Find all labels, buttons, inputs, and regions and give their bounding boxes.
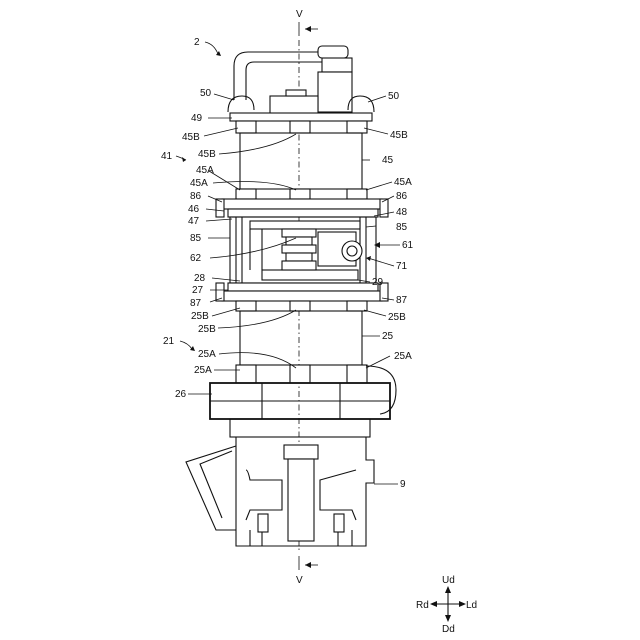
label-87-left: 87 — [190, 298, 202, 309]
lower-bosses-25A — [236, 365, 367, 383]
direction-compass: Ud Dd Rd Ld — [416, 575, 477, 635]
label-41: 41 — [161, 151, 173, 162]
label-45B-right: 45B — [390, 130, 408, 141]
lower-cylinder — [240, 311, 362, 365]
direction-right: Ld — [466, 600, 477, 611]
label-27: 27 — [192, 285, 204, 296]
label-86-left: 86 — [190, 191, 202, 202]
upper-cylinder — [240, 133, 362, 189]
label-2: 2 — [194, 37, 200, 48]
label-45: 45 — [382, 155, 394, 166]
lower-plate — [222, 291, 382, 301]
lower-bosses-25B — [236, 301, 367, 311]
label-28: 28 — [194, 273, 206, 284]
label-25: 25 — [382, 331, 394, 342]
upper-sub-plate — [228, 209, 378, 217]
pump-housing — [186, 419, 374, 546]
label-71: 71 — [396, 261, 408, 272]
label-29: 29 — [372, 277, 384, 288]
label-85-right: 85 — [396, 222, 408, 233]
label-25B-left: 25B — [191, 311, 209, 322]
section-label-bottom: V — [296, 575, 303, 586]
direction-down: Dd — [442, 624, 455, 635]
label-21: 21 — [163, 336, 175, 347]
section-marker-top: V — [296, 9, 318, 36]
section-label-top: V — [296, 9, 303, 20]
label-26: 26 — [175, 389, 187, 400]
label-50-right: 50 — [388, 91, 400, 102]
label-25B-mid: 25B — [198, 324, 216, 335]
label-49: 49 — [191, 113, 203, 124]
label-45B-left: 45B — [182, 132, 200, 143]
label-86-right: 86 — [396, 191, 408, 202]
label-62: 62 — [190, 253, 202, 264]
lower-sub-plate — [228, 283, 378, 291]
top-piping — [228, 46, 374, 114]
upper-bosses-45A — [236, 189, 367, 199]
label-48: 48 — [396, 207, 408, 218]
label-50-left: 50 — [200, 88, 212, 99]
label-9: 9 — [400, 479, 406, 490]
label-87-right: 87 — [396, 295, 408, 306]
label-45A-right: 45A — [394, 177, 412, 188]
label-25A-right: 25A — [394, 351, 412, 362]
label-25A-left: 25A — [194, 365, 212, 376]
upper-bosses-45B — [236, 121, 367, 133]
label-47: 47 — [188, 216, 200, 227]
label-25B-right: 25B — [388, 312, 406, 323]
upper-flange — [230, 113, 372, 121]
middle-mechanism — [230, 217, 376, 283]
label-85-left: 85 — [190, 233, 202, 244]
direction-up: Ud — [442, 575, 455, 586]
section-marker-bottom: V — [296, 556, 318, 586]
direction-left: Rd — [416, 600, 429, 611]
label-45A-left: 45A — [190, 178, 208, 189]
label-45A-upper: 45A — [196, 165, 214, 176]
side-pipe — [366, 366, 396, 414]
label-61: 61 — [402, 240, 414, 251]
label-46: 46 — [188, 204, 200, 215]
label-45B-mid: 45B — [198, 149, 216, 160]
label-25A-mid: 25A — [198, 349, 216, 360]
upper-plate — [222, 199, 382, 209]
